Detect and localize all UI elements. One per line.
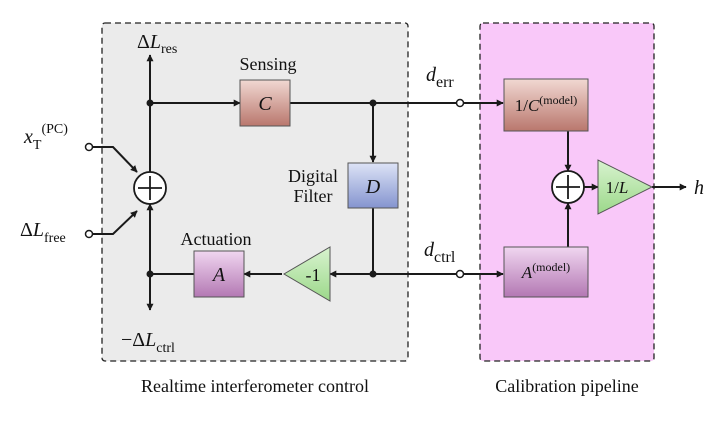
inverse-gain-triangle [283, 246, 331, 302]
sum-junction-right [551, 170, 585, 204]
actuation-symbol: A [211, 264, 226, 286]
terminal-dctrl [455, 269, 465, 279]
d-ctrl-label: dctrl [424, 239, 456, 266]
d-err-label: derr [426, 64, 454, 91]
x-t-pc-label: xT(PC) [23, 122, 68, 153]
h-output-label: h [694, 177, 704, 199]
junction-dot [146, 270, 154, 278]
wire-xt-input [93, 146, 138, 173]
inverse-gain-label: -1 [306, 265, 321, 285]
digital-filter-block [347, 162, 399, 209]
delta-l-free-label: ΔLfree [20, 219, 66, 246]
minus-delta-l-ctrl-label: −ΔLctrl [121, 329, 175, 356]
actuation-block [193, 250, 245, 298]
sensing-title: Sensing [239, 54, 296, 74]
calibration-caption: Calibration pipeline [495, 376, 638, 396]
inv-c-model-label: 1/C(model) [515, 93, 578, 115]
junction-dot [369, 99, 377, 107]
realtime-caption: Realtime interferometer control [141, 376, 369, 396]
filter-symbol: D [365, 176, 381, 198]
inv-l-label: 1/L [606, 178, 629, 197]
a-model-block [503, 246, 589, 298]
delta-l-res-label: ΔLres [137, 31, 177, 57]
sum-junction-left [133, 171, 167, 205]
sensing-symbol: C [258, 93, 272, 115]
sensing-block [239, 79, 291, 127]
terminal-xt [84, 142, 94, 152]
actuation-title: Actuation [181, 229, 252, 249]
a-model-label: A(model) [521, 260, 570, 282]
junction-dot [369, 270, 377, 278]
inv-c-model-block [503, 78, 589, 132]
filter-title-line2: Filter [294, 186, 333, 206]
junction-dot [146, 99, 154, 107]
wire-free-input [93, 210, 138, 235]
filter-title-line1: Digital [288, 166, 338, 186]
terminal-derr [455, 98, 465, 108]
terminal-free [84, 229, 94, 239]
inv-l-triangle [597, 159, 654, 215]
